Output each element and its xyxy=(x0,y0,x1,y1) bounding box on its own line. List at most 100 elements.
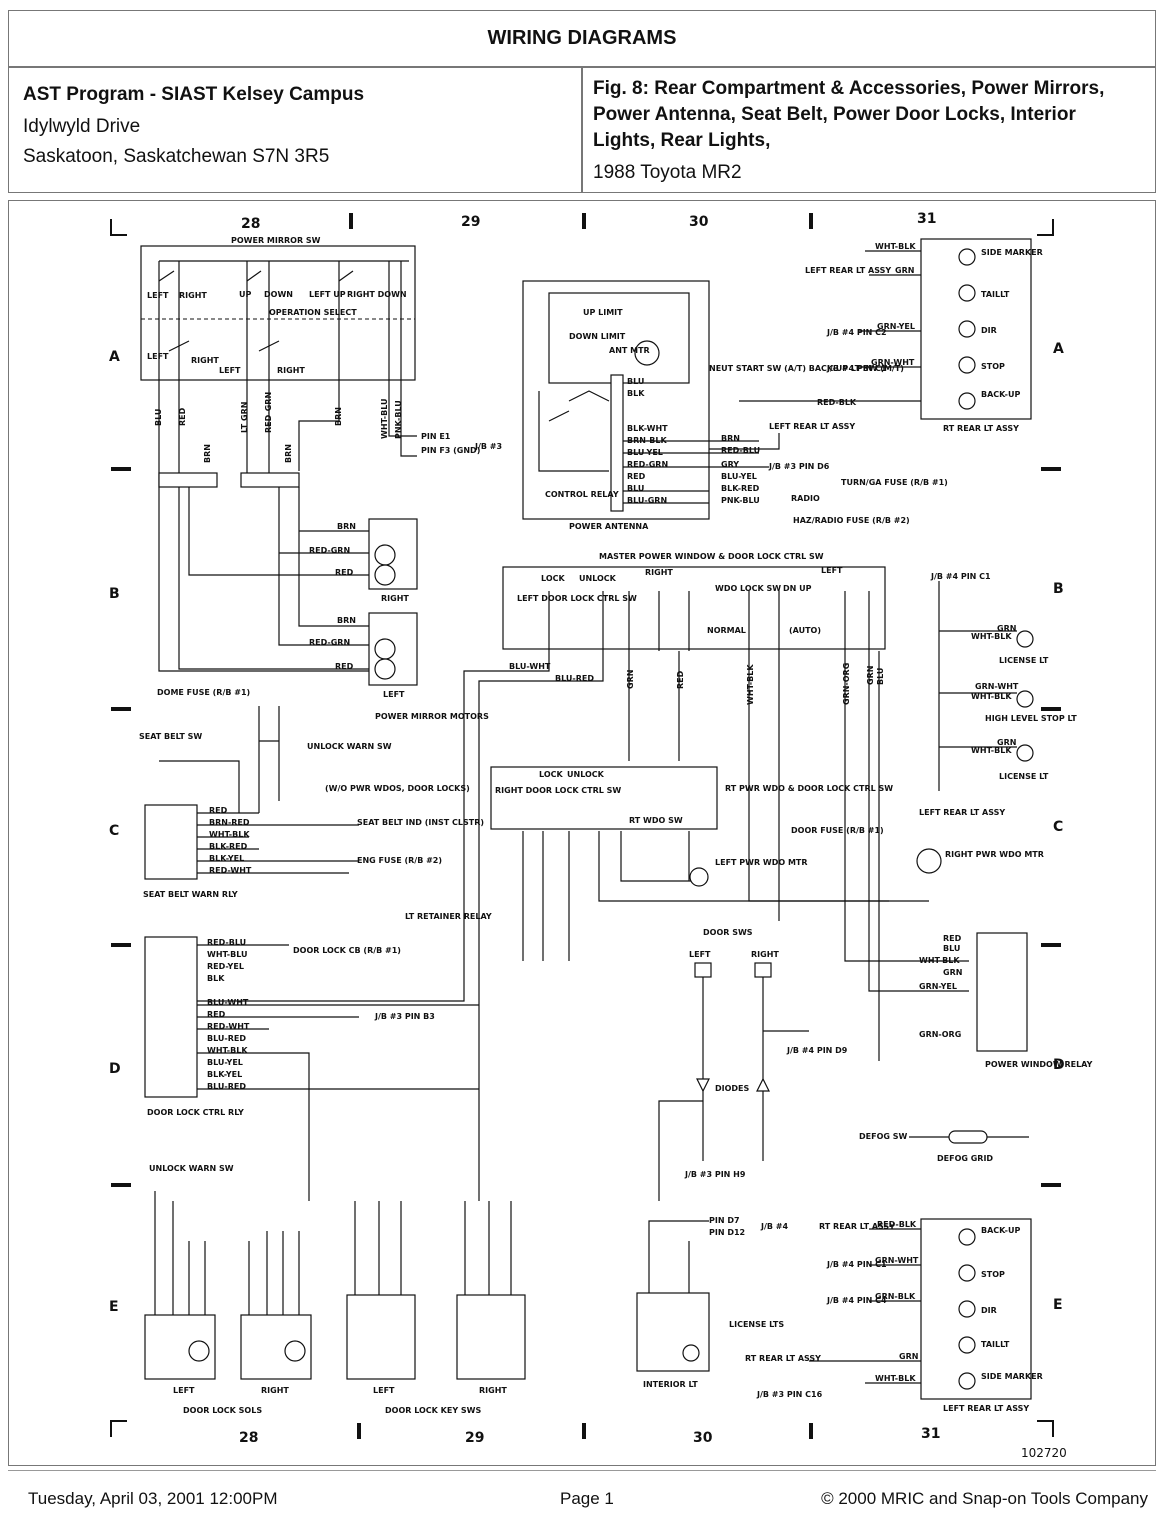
jb4-pin-c2-label: J/B #4 PIN C2 xyxy=(826,328,887,337)
row-label-right-a: A xyxy=(1053,341,1064,357)
svg-text:RED-WHT: RED-WHT xyxy=(207,1022,250,1031)
svg-text:RIGHT: RIGHT xyxy=(645,568,673,577)
svg-text:RED-GRN: RED-GRN xyxy=(309,638,350,647)
row-label-left-d: D xyxy=(109,1061,121,1077)
defog-circuit: DEFOG SW DEFOG GRID xyxy=(859,1130,1029,1163)
col-label-bottom-3: 30 xyxy=(693,1430,713,1446)
mirror-connector-left xyxy=(158,472,218,488)
row-label-right-d: D xyxy=(1053,1057,1065,1073)
master-wire-red: RED xyxy=(676,670,685,689)
antenna-wire-pnk-blu: PNK-BLU xyxy=(721,496,760,505)
wiring-diagram-svg: 28 29 30 31 28 29 30 31 A B C D E A B C … xyxy=(109,211,1093,1460)
right-pwr-wdo-motor: RIGHT PWR WDO MTR xyxy=(916,848,1044,874)
svg-text:BRN: BRN xyxy=(337,616,356,625)
pin-f3-label: PIN F3 (GND) xyxy=(421,446,480,455)
door-fuse-label: DOOR FUSE (R/B #1) xyxy=(791,826,884,835)
svg-text:GRN-WHT: GRN-WHT xyxy=(975,682,1019,691)
svg-text:PNK-BLU: PNK-BLU xyxy=(394,400,403,439)
svg-text:UNLOCK: UNLOCK xyxy=(567,770,605,779)
col-label-bottom-2: 29 xyxy=(465,1430,484,1446)
svg-text:OPERATION SELECT: OPERATION SELECT xyxy=(269,308,357,317)
radio-label: RADIO xyxy=(791,494,820,503)
rt-rear-wire-grn-wht: GRN-WHT xyxy=(871,358,915,367)
svg-text:CONTROL RELAY: CONTROL RELAY xyxy=(545,490,619,499)
svg-text:RIGHT: RIGHT xyxy=(261,1386,289,1395)
svg-text:BACK-UP: BACK-UP xyxy=(981,1226,1020,1235)
row-label-left-b: B xyxy=(109,586,120,602)
svg-text:BLK: BLK xyxy=(207,974,225,983)
unlock-warn-sw2-label: UNLOCK WARN SW xyxy=(149,1164,234,1173)
footer-copyright: © 2000 MRIC and Snap-on Tools Company xyxy=(821,1489,1148,1508)
svg-text:BACK-UP: BACK-UP xyxy=(981,390,1020,399)
corner-mark-tr xyxy=(1037,219,1054,236)
antenna-wire-blu-yel: BLU-YEL xyxy=(721,472,757,481)
svg-text:RED-WHT: RED-WHT xyxy=(209,866,252,875)
door-lock-solenoids: LEFT RIGHT DOOR LOCK SOLS xyxy=(144,1191,312,1415)
svg-text:RED-GRN: RED-GRN xyxy=(627,460,668,469)
svg-text:UP LIMIT: UP LIMIT xyxy=(583,308,623,317)
diagram-number: 102720 xyxy=(1021,1446,1067,1460)
row-label-right-b: B xyxy=(1053,581,1064,597)
door-lock-ctrl-relay: DOOR LOCK CTRL RLY RED-BLU WHT-BLU RED-Y… xyxy=(144,936,479,1201)
svg-text:WHT-BLK: WHT-BLK xyxy=(207,1046,248,1055)
unlock-warn-sw-label: UNLOCK WARN SW xyxy=(307,742,392,751)
seat-belt-sw-label: SEAT BELT SW xyxy=(139,732,202,741)
svg-text:LEFT DOOR LOCK CTRL SW: LEFT DOOR LOCK CTRL SW xyxy=(517,594,637,603)
svg-text:SIDE MARKER: SIDE MARKER xyxy=(981,248,1043,257)
svg-text:LEFT: LEFT xyxy=(373,1386,395,1395)
svg-text:DN UP: DN UP xyxy=(783,584,812,593)
mirror-motor-left: BRN RED-GRN RED LEFT POWER MIRROR MOTORS xyxy=(309,612,489,721)
svg-text:RED: RED xyxy=(335,662,354,671)
power-window-relay: POWER WINDOW RELAY RED BLU WHT-BLK GRN G… xyxy=(919,932,1093,1069)
svg-text:DOOR SWS: DOOR SWS xyxy=(703,928,753,937)
page-title: WIRING DIAGRAMS xyxy=(487,27,677,49)
svg-text:DIR: DIR xyxy=(981,326,997,335)
jb3-pin-b3-label: J/B #3 PIN B3 xyxy=(374,1012,435,1021)
svg-text:LEFT REAR LT ASSY: LEFT REAR LT ASSY xyxy=(943,1404,1029,1413)
svg-text:LEFT PWR WDO MTR: LEFT PWR WDO MTR xyxy=(715,858,808,867)
svg-text:LEFT: LEFT xyxy=(689,950,711,959)
door-switches: DOOR SWS LEFT RIGHT DIODES J/B #4 PIN D9… xyxy=(658,928,848,1201)
jb4-pin-c1-bottom: J/B #4 PIN C1 xyxy=(826,1260,887,1269)
svg-text:POWER MIRROR SW: POWER MIRROR SW xyxy=(231,236,321,245)
door-lock-cb-label: DOOR LOCK CB (R/B #1) xyxy=(293,946,401,955)
master-wire-grn-org: GRN-ORG xyxy=(842,663,851,705)
jb4-pin-c4-label: J/B #4 PIN C4 xyxy=(826,1296,887,1305)
svg-text:BLK-YEL: BLK-YEL xyxy=(207,1070,242,1079)
svg-text:STOP: STOP xyxy=(981,362,1005,371)
svg-text:WHT-BLU: WHT-BLU xyxy=(207,950,248,959)
eng-fuse-label: ENG FUSE (R/B #2) xyxy=(357,856,442,865)
rt-rear-lt-assy2-label: RT REAR LT ASSY xyxy=(819,1222,895,1231)
neut-start-label: NEUT START SW (A/T) BACK-UP LT SW (M/T) xyxy=(709,364,904,373)
svg-text:BLU: BLU xyxy=(627,377,644,386)
svg-text:LICENSE LT: LICENSE LT xyxy=(999,656,1049,665)
rt-rear-wire-wht-blk: WHT-BLK xyxy=(875,242,916,251)
left-rear-wire-wht-blk: WHT-BLK xyxy=(875,1374,916,1383)
rt-rear-wire-grn-yel: GRN-YEL xyxy=(877,322,915,331)
rt-rear-lt-assy3-label: RT REAR LT ASSY xyxy=(745,1354,821,1363)
svg-text:BLK-YEL: BLK-YEL xyxy=(209,854,244,863)
row-label-left-c: C xyxy=(109,823,119,839)
svg-text:LEFT: LEFT xyxy=(821,566,843,575)
mirror-wire-labels: BLU RED LT GRN RED-GRN BRN WHT-BLU PNK-B… xyxy=(154,392,403,463)
svg-text:RIGHT: RIGHT xyxy=(751,950,779,959)
svg-text:J/B #4 PIN D9: J/B #4 PIN D9 xyxy=(786,1046,848,1055)
svg-text:BLU-RED: BLU-RED xyxy=(207,1034,246,1043)
lt-retainer-relay-label: LT RETAINER RELAY xyxy=(405,912,492,921)
left-pwr-wdo-motor: LEFT PWR WDO MTR xyxy=(689,858,808,887)
master-power-window-switch: MASTER POWER WINDOW & DOOR LOCK CTRL SW … xyxy=(502,552,886,651)
svg-text:LT GRN: LT GRN xyxy=(240,402,249,433)
svg-text:RED: RED xyxy=(207,1010,226,1019)
master-wire-wht-blk: WHT-BLK xyxy=(746,664,755,705)
interior-light: INTERIOR LT PIN D7 PIN D12 J/B #4 xyxy=(636,1216,788,1389)
mirror-connector-right xyxy=(240,472,300,488)
svg-text:GRN: GRN xyxy=(943,968,962,977)
jb3-pin-c16-label: J/B #3 PIN C16 xyxy=(756,1390,823,1399)
svg-text:GRN: GRN xyxy=(997,624,1016,633)
svg-text:WHT-BLK: WHT-BLK xyxy=(209,830,250,839)
mirror-motor-right: BRN RED-GRN RED RIGHT xyxy=(309,518,418,603)
rt-rear-lt-assembly: SIDE MARKER TAILLT DIR STOP BACK-UP RT R… xyxy=(920,238,1043,433)
row-label-right-e: E xyxy=(1053,1297,1063,1313)
svg-text:NORMAL: NORMAL xyxy=(707,626,746,635)
left-rear-lt-assy-a: LEFT REAR LT ASSY xyxy=(805,266,891,275)
